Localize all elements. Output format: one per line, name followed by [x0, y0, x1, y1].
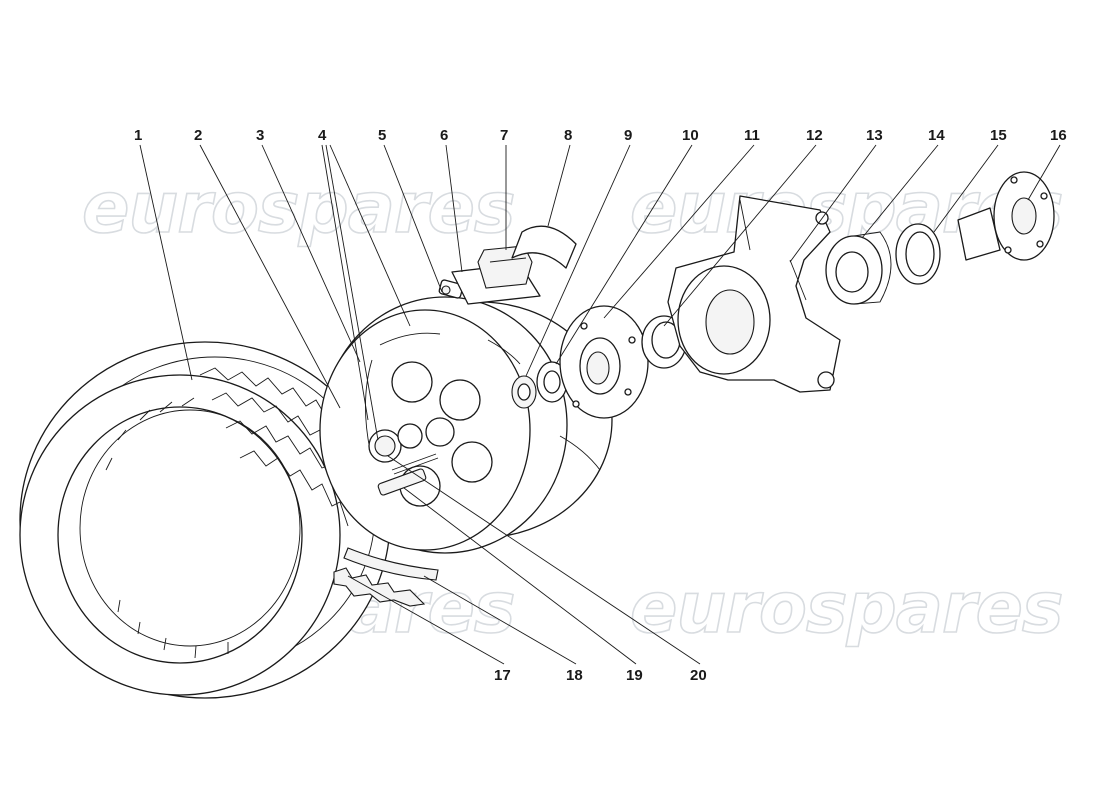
callout-12: 12 — [806, 127, 823, 144]
callout-15: 15 — [990, 127, 1007, 144]
callout-18: 18 — [566, 667, 583, 684]
hub-nut — [511, 375, 537, 409]
wheel-bearing — [825, 231, 892, 305]
callout-2: 2 — [194, 127, 202, 144]
callout-3: 3 — [256, 127, 264, 144]
centre-cap-and-bolt — [368, 423, 439, 496]
callout-5: 5 — [378, 127, 386, 144]
callout-16: 16 — [1050, 127, 1067, 144]
callout-17: 17 — [494, 667, 511, 684]
callout-labels: 1 2 3 4 5 6 7 8 9 10 11 12 13 14 15 16 1… — [134, 127, 1067, 684]
callout-4: 4 — [318, 127, 327, 144]
callout-14: 14 — [928, 127, 945, 144]
callout-10: 10 — [682, 127, 699, 144]
callout-7: 7 — [500, 127, 508, 144]
callout-9: 9 — [624, 127, 632, 144]
balance-weights — [333, 547, 439, 607]
tyre — [19, 341, 391, 699]
watermark-bottom-right: eurospares — [630, 567, 1063, 649]
callout-13: 13 — [866, 127, 883, 144]
callout-1: 1 — [134, 127, 142, 144]
callout-20: 20 — [690, 667, 707, 684]
callout-11: 11 — [744, 127, 760, 144]
label-plate — [511, 225, 577, 269]
callout-6: 6 — [440, 127, 448, 144]
pad-clip — [451, 245, 541, 305]
callout-19: 19 — [626, 667, 643, 684]
hub-flange — [559, 305, 649, 419]
circlip — [895, 223, 941, 285]
callout-8: 8 — [564, 127, 572, 144]
leader-lines — [139, 144, 1061, 665]
washer — [536, 361, 568, 403]
watermark-top-left: eurospares — [82, 167, 515, 249]
hub-carrier — [667, 195, 841, 393]
drive-flange — [957, 171, 1055, 261]
